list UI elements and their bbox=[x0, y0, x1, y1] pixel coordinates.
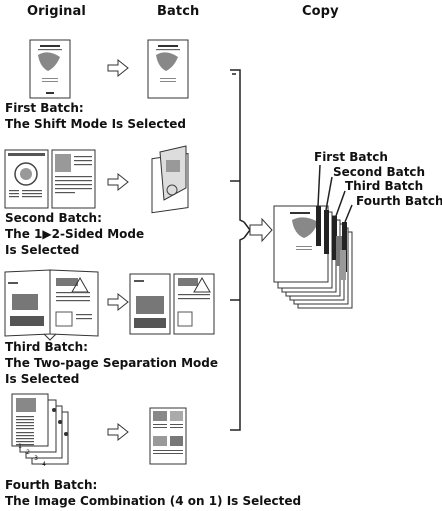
stack-number-4: 4 bbox=[42, 461, 46, 468]
copy-label-second: Second Batch bbox=[333, 165, 425, 179]
second-original-page-1 bbox=[4, 149, 49, 209]
third-batch-page-left bbox=[129, 273, 171, 335]
caption-first-batch-desc: The Shift Mode Is Selected bbox=[5, 117, 186, 131]
fourth-batch-page bbox=[149, 407, 187, 465]
caption-second-batch-desc2: Is Selected bbox=[5, 243, 80, 257]
header-original: Original bbox=[27, 4, 86, 19]
caption-first-batch-title: First Batch: bbox=[5, 101, 84, 115]
caption-third-batch-desc: The Two-page Separation Mode bbox=[5, 356, 219, 370]
second-arrow-icon bbox=[107, 173, 129, 191]
caption-second-batch-desc: The 1▶2-Sided Mode bbox=[5, 227, 145, 241]
caption-third-batch: Third Batch: The Two-page Separation Mod… bbox=[5, 339, 218, 387]
first-arrow-icon bbox=[107, 59, 129, 77]
caption-fourth-batch: Fourth Batch: The Image Combination (4 o… bbox=[5, 477, 301, 509]
fourth-original-stack bbox=[11, 393, 69, 465]
stack-number-3: 3 bbox=[34, 455, 38, 462]
caption-third-batch-desc2: Is Selected bbox=[5, 372, 80, 386]
first-batch-page bbox=[147, 39, 189, 99]
copy-label-third: Third Batch bbox=[345, 179, 423, 193]
caption-fourth-batch-desc: The Image Combination (4 on 1) Is Select… bbox=[5, 494, 302, 508]
copy-output-stack bbox=[273, 205, 353, 309]
copy-arrow-icon bbox=[249, 217, 273, 243]
batch-bracket bbox=[230, 69, 251, 431]
stack-number-1: 1 bbox=[18, 443, 22, 450]
copy-label-first: First Batch bbox=[314, 150, 388, 164]
caption-second-batch-title: Second Batch: bbox=[5, 211, 102, 225]
caption-fourth-batch-title: Fourth Batch: bbox=[5, 478, 98, 492]
header-batch: Batch bbox=[157, 4, 200, 19]
third-original-book bbox=[4, 269, 99, 341]
third-arrow-icon bbox=[107, 293, 129, 311]
header-copy: Copy bbox=[302, 4, 339, 19]
stack-number-2: 2 bbox=[26, 449, 30, 456]
caption-third-batch-title: Third Batch: bbox=[5, 340, 88, 354]
caption-second-batch: Second Batch: The 1▶2-Sided Mode Is Sele… bbox=[5, 210, 144, 258]
second-original-page-2 bbox=[51, 149, 96, 209]
copy-label-fourth: Fourth Batch bbox=[356, 194, 442, 208]
second-batch-page bbox=[151, 145, 189, 214]
fourth-arrow-icon bbox=[107, 423, 129, 441]
third-batch-page-right bbox=[173, 273, 215, 335]
first-original-page bbox=[29, 39, 71, 99]
caption-first-batch: First Batch: The Shift Mode Is Selected bbox=[5, 100, 186, 132]
copy-leaders bbox=[317, 164, 353, 223]
